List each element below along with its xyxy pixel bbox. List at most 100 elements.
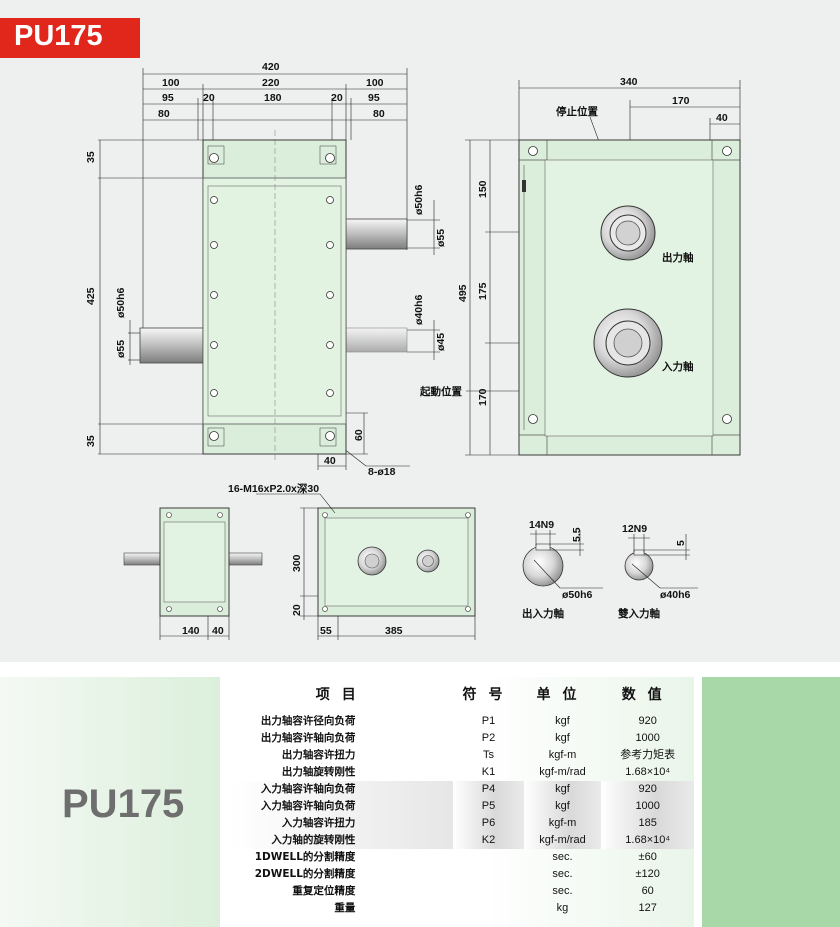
cell-value: 1.68×10⁴ (625, 766, 671, 778)
technical-drawing: 420 100 220 100 95 20 180 20 95 80 80 35… (85, 61, 741, 640)
dim-in-key: 12N9 (622, 523, 647, 535)
side-view-text: 340 170 40 495 150 175 170 停止位置 出力軸 入力軸 … (419, 76, 728, 406)
dim-shaft2-d: ø45 (435, 333, 447, 351)
label-input-shaft: 入力軸 (662, 360, 694, 373)
dim-shaft1-d: ø55 (435, 229, 447, 247)
dim-40-end: 40 (212, 625, 224, 637)
dim-35-bottom: 35 (85, 435, 97, 447)
cell-symbol: K2 (453, 832, 524, 849)
dim-shaft-left-d: ø55 (115, 340, 127, 358)
cell-item: 重量 (334, 902, 356, 914)
cell-value: 参考力矩表 (620, 749, 676, 761)
dim-180: 180 (264, 92, 282, 104)
cell-unit: kgf (523, 781, 602, 798)
cell-unit: kgf-m/rad (539, 766, 586, 778)
dim-495: 495 (457, 284, 469, 302)
dim-340: 340 (620, 76, 638, 88)
dim-shaft-left-h6: ø50h6 (115, 287, 127, 318)
cell-unit: kgf (555, 732, 570, 744)
drawing-area: PU175 (0, 0, 840, 662)
cell-value: 920 (638, 715, 657, 727)
table-row: 重量 kg 127 (230, 900, 694, 917)
cell-item: 出力轴容许扭力 (281, 749, 356, 761)
cell-symbol: P4 (453, 781, 524, 798)
dim-385: 385 (385, 625, 403, 637)
cell-symbol: P6 (453, 815, 524, 832)
cell-unit: kgf (523, 798, 602, 815)
model-badge-text: PU175 (14, 20, 103, 52)
cell-value: 1.68×10⁴ (601, 832, 694, 849)
header-item: 项目 (315, 687, 368, 703)
dim-95-right: 95 (368, 92, 380, 104)
cell-item: 入力轴的旋转刚性 (230, 832, 454, 849)
label-io-shaft: 出入力軸 (522, 607, 564, 620)
front-view-dimension-text: 420 100 220 100 95 20 180 20 95 80 80 35… (85, 61, 447, 478)
cell-symbol: K1 (481, 766, 496, 778)
cell-symbol (453, 900, 523, 917)
dim-420: 420 (262, 61, 280, 73)
cell-value: ±60 (638, 851, 657, 863)
dim-foot-60: 60 (353, 429, 365, 441)
cell-unit: kgf-m (523, 815, 602, 832)
dim-out-depth: 5.5 (571, 527, 583, 542)
dim-out-key: 14N9 (529, 519, 554, 531)
divider (0, 662, 840, 677)
cell-item: 入力轴容许扭力 (230, 815, 454, 832)
label-stop-position: 停止位置 (556, 105, 598, 118)
cell-item: 重复定位精度 (292, 885, 356, 897)
table-row: 出力轴旋转刚性 K1 kgf-m/rad 1.68×10⁴ (230, 764, 694, 781)
dim-35-top: 35 (85, 151, 97, 163)
label-tapped-holes: 16-M16xP2.0x深30 (228, 482, 319, 495)
end-view: 140 40 (123, 507, 263, 640)
cell-unit: kgf (555, 715, 570, 727)
cell-unit: sec. (552, 868, 573, 880)
accent-panel (702, 677, 840, 927)
cell-value: 1000 (635, 732, 660, 744)
label-dual-input-shaft: 雙入力軸 (618, 607, 660, 620)
cell-symbol (453, 849, 523, 866)
dim-170-w: 170 (672, 95, 690, 107)
dim-shaft1-h6: ø50h6 (413, 184, 425, 215)
top-view: 16-M16xP2.0x深30 300 20 55 385 (228, 482, 476, 640)
cell-value: 185 (601, 815, 694, 832)
label-start-position: 起動位置 (419, 385, 462, 398)
dim-80-right: 80 (373, 108, 385, 120)
dim-out-shaft: ø50h6 (562, 589, 593, 601)
model-panel: PU175 (0, 677, 220, 927)
dim-20-right: 20 (331, 92, 343, 104)
cell-symbol: Ts (483, 749, 494, 761)
cell-unit: sec. (552, 851, 573, 863)
cell-item: 入力轴容许轴向负荷 (230, 798, 454, 815)
model-badge: PU175 (0, 18, 140, 58)
cell-symbol: P1 (481, 715, 496, 727)
dim-95-left: 95 (162, 92, 174, 104)
model-title: PU175 (62, 782, 185, 826)
cell-value: 127 (638, 902, 657, 914)
dim-100-right: 100 (366, 77, 384, 89)
dim-140: 140 (182, 625, 200, 637)
dim-in-depth: 5 (675, 540, 687, 546)
cell-item: 入力轴容许轴向负荷 (230, 781, 454, 798)
cell-symbol (453, 883, 523, 900)
table-row: 1DWELL的分割精度 sec. ±60 (230, 849, 694, 866)
cell-item: 1DWELL的分割精度 (254, 851, 356, 863)
cell-value: 920 (601, 781, 694, 798)
cell-unit: sec. (552, 885, 573, 897)
cell-symbol: P2 (481, 732, 496, 744)
cell-value: 1000 (601, 798, 694, 815)
cell-item: 出力轴旋转刚性 (281, 766, 356, 778)
cell-unit: kg (556, 902, 569, 914)
dim-55: 55 (320, 625, 332, 637)
cell-unit: kgf-m (548, 749, 577, 761)
label-output-shaft: 出力軸 (662, 251, 694, 264)
header-unit: 单位 (536, 687, 589, 703)
dim-170-h: 170 (477, 388, 489, 406)
dim-150: 150 (477, 180, 489, 198)
